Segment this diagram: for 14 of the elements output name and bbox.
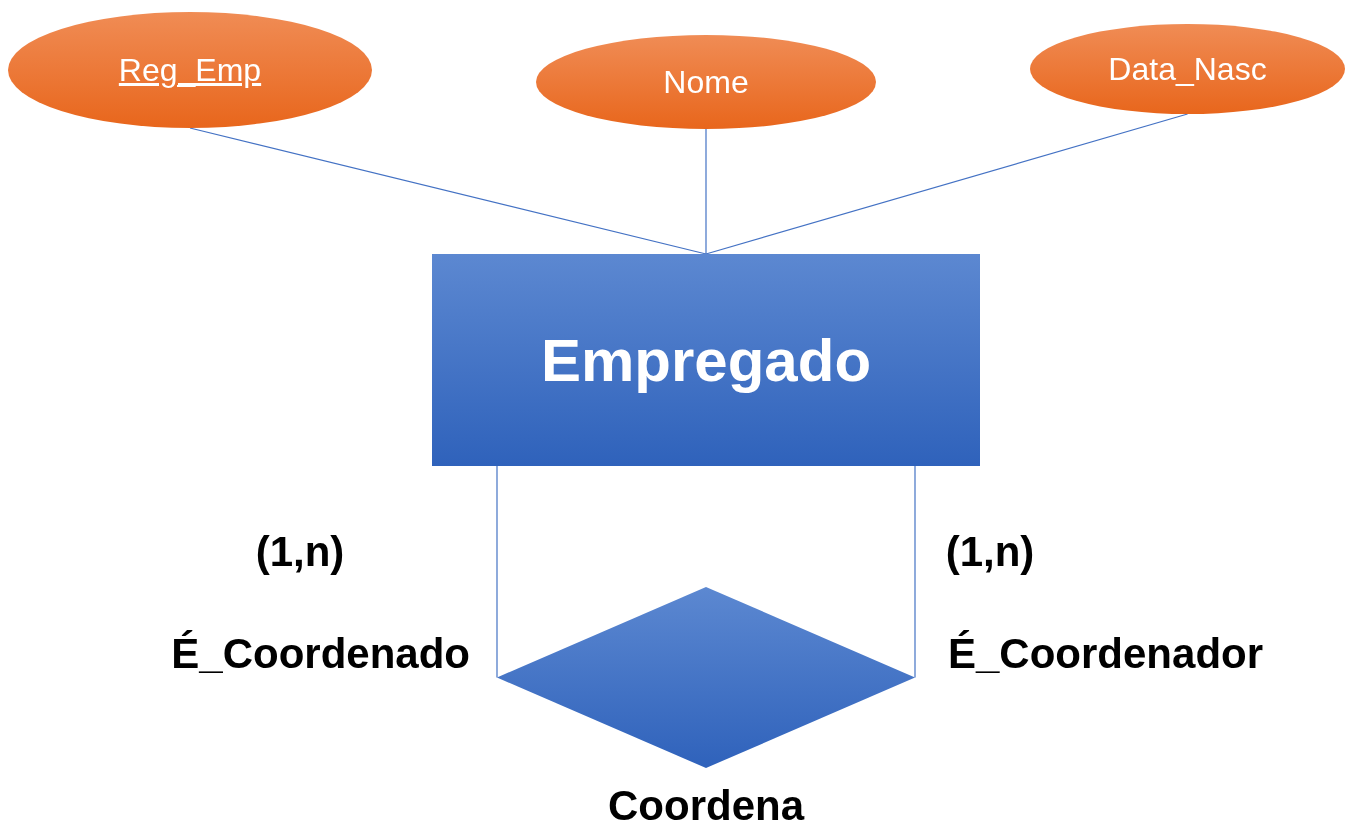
entity-name: Empregado	[540, 325, 872, 395]
connector-line	[189, 127, 707, 255]
attribute-name: Nome	[663, 63, 749, 101]
connector-line	[914, 465, 916, 679]
connector-line	[705, 128, 707, 255]
cardinality-label: (1,n)	[945, 528, 1035, 576]
cardinality-label: (1,n)	[255, 528, 345, 576]
attribute-name: Reg_Emp	[118, 51, 262, 89]
connector-line	[705, 113, 1189, 255]
attribute-name: Data_Nasc	[1108, 50, 1267, 88]
connector-line	[496, 465, 498, 679]
role-label: É_Coordenado	[171, 630, 470, 678]
relationship-name: Coordena	[608, 782, 804, 829]
role-label: É_Coordenador	[948, 630, 1264, 678]
